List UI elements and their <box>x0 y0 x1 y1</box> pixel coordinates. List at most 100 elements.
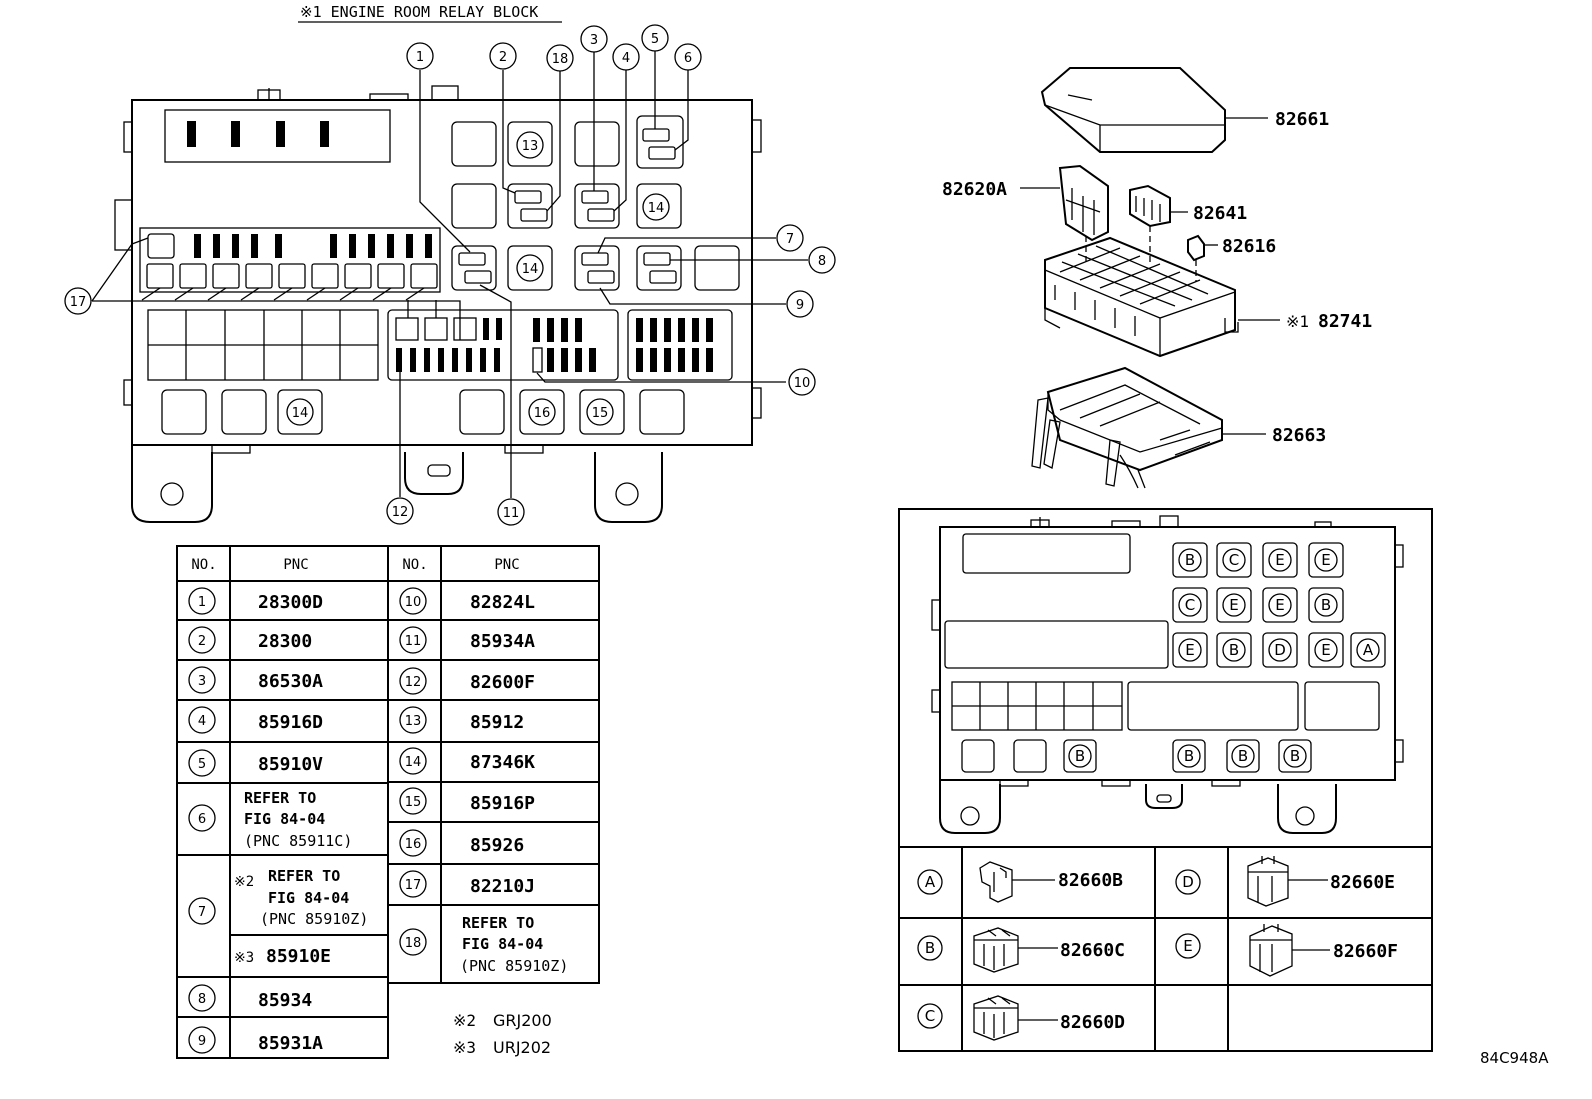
row-number: 16 <box>405 837 422 852</box>
fuse-holder-pnc: 82641 <box>1193 203 1247 224</box>
row-pnc: 28300D <box>258 592 323 613</box>
header-no: NO. <box>402 557 427 573</box>
callout-7: 7 <box>786 232 794 247</box>
relay-block-pnc: 82741 <box>1318 311 1372 332</box>
refer-line: FIG 84-04 <box>462 935 543 953</box>
row-number: 6 <box>198 812 206 827</box>
socket-letter: B <box>1229 641 1239 659</box>
row-number: 5 <box>198 757 206 772</box>
socket-letter: A <box>1363 641 1374 659</box>
callouts: 1 2 18 3 4 5 6 7 8 9 10 11 12 17 <box>64 24 836 526</box>
socket-letters: B C E E C E E B E B D E A B B B B <box>1068 548 1380 768</box>
table-row: 17 82210J <box>399 870 535 898</box>
socket-letter: E <box>1275 596 1284 614</box>
legend-pnc: 82660E <box>1330 872 1395 893</box>
table-row: 18 REFER TO FIG 84-04 (PNC 85910Z) <box>399 914 568 975</box>
refer-line: REFER TO <box>462 914 534 932</box>
row-number: 3 <box>198 674 206 689</box>
part-number-15-mark: 15 <box>592 406 609 421</box>
pnc-table: NO. PNC NO. PNC 1 28300D 2 28300 3 86530… <box>176 545 600 1059</box>
row-pnc: 85916P <box>470 793 535 814</box>
note-mark: ※3 <box>453 1038 476 1057</box>
row-number: 8 <box>198 992 206 1007</box>
row-pnc: 82824L <box>470 592 535 613</box>
row-pnc: 82600F <box>470 672 535 693</box>
note-text: URJ202 <box>493 1038 551 1057</box>
refer-line: REFER TO <box>268 867 340 885</box>
model-notes: ※2 GRJ200 ※3 URJ202 <box>453 1011 552 1057</box>
legend-key: A <box>925 873 936 891</box>
table-row: 3 86530A <box>188 666 323 694</box>
fuse-pnc: 82616 <box>1222 236 1276 257</box>
row-number: 1 <box>198 595 206 610</box>
header-no: NO. <box>191 557 216 573</box>
callout-18: 18 <box>552 52 569 67</box>
legend-pnc: 82660D <box>1060 1012 1125 1033</box>
row-pnc: 85931A <box>258 1033 323 1054</box>
socket-letter: B <box>1290 747 1300 765</box>
legend-pnc: 82660F <box>1333 941 1398 962</box>
note-text: GRJ200 <box>493 1011 552 1030</box>
table-row: 6 REFER TO FIG 84-04 (PNC 85911C) <box>188 789 352 850</box>
refer-line: (PNC 85911C) <box>244 832 352 850</box>
legend-key: D <box>1182 873 1194 891</box>
table-row: 4 85916D <box>188 706 323 734</box>
socket-letter: B <box>1075 747 1085 765</box>
legend-pnc: 82660C <box>1060 940 1125 961</box>
row-pnc: 86530A <box>258 671 323 692</box>
callout-8: 8 <box>818 254 826 269</box>
relay-holder-pnc: 82620A <box>942 179 1007 200</box>
table-row: 5 85910V <box>188 749 323 777</box>
refer-line: REFER TO <box>244 789 316 807</box>
legend-pnc: 82660B <box>1058 870 1123 891</box>
table-row: 1 28300D <box>188 587 323 615</box>
refer-line: (PNC 85910Z) <box>260 910 368 928</box>
callout-6: 6 <box>684 51 692 66</box>
callout-1: 1 <box>416 50 424 65</box>
row-number: 11 <box>405 634 422 649</box>
part-number-13-mark: 13 <box>522 139 539 154</box>
callout-5: 5 <box>651 32 659 47</box>
socket-letter: B <box>1321 596 1331 614</box>
table-row: 2 28300 <box>188 626 312 654</box>
part-number-16-mark: 16 <box>534 406 551 421</box>
refer-line: (PNC 85910Z) <box>460 957 568 975</box>
row-number: 9 <box>198 1034 206 1049</box>
table-row: 10 82824L <box>399 587 535 615</box>
socket-letter: E <box>1321 641 1330 659</box>
table-row: 16 85926 <box>399 829 524 857</box>
part-number-14-mark: 14 <box>292 406 309 421</box>
part-number-14-mark: 14 <box>522 262 539 277</box>
socket-letter: E <box>1185 641 1194 659</box>
row-pnc: 28300 <box>258 631 312 652</box>
lower-case-pnc: 82663 <box>1272 425 1326 446</box>
header-pnc: PNC <box>494 557 519 573</box>
callout-11: 11 <box>503 506 520 521</box>
socket-legend-row: D 82660E <box>1175 856 1395 907</box>
cover-pnc: 82661 <box>1275 109 1329 130</box>
socket-legend-row: B 82660C <box>917 927 1125 973</box>
socket-letter: E <box>1275 551 1284 569</box>
row-pnc: 85916D <box>258 712 323 733</box>
socket-letter: B <box>1184 747 1194 765</box>
socket-letter: C <box>1185 596 1195 614</box>
socket-letter: E <box>1321 551 1330 569</box>
row-pnc: 85934A <box>470 631 535 652</box>
socket-letter: B <box>1238 747 1248 765</box>
legend-key: E <box>1183 937 1192 955</box>
in-block-part-numbers: 13 14 14 14 16 15 <box>286 131 670 426</box>
legend-key: B <box>925 939 935 957</box>
row-number: 18 <box>405 936 422 951</box>
part-number-14-mark: 14 <box>648 201 665 216</box>
table-row: 13 85912 <box>399 706 524 734</box>
row-number: 4 <box>198 714 206 729</box>
table-row: 11 85934A <box>399 626 535 654</box>
socket-letter: B <box>1185 551 1195 569</box>
socket-letter: D <box>1274 641 1286 659</box>
table-row: 12 82600F <box>399 667 535 695</box>
socket-letter: E <box>1229 596 1238 614</box>
row-pnc: 85910E <box>266 946 331 967</box>
row-number: 14 <box>405 755 422 770</box>
callout-2: 2 <box>499 50 507 65</box>
